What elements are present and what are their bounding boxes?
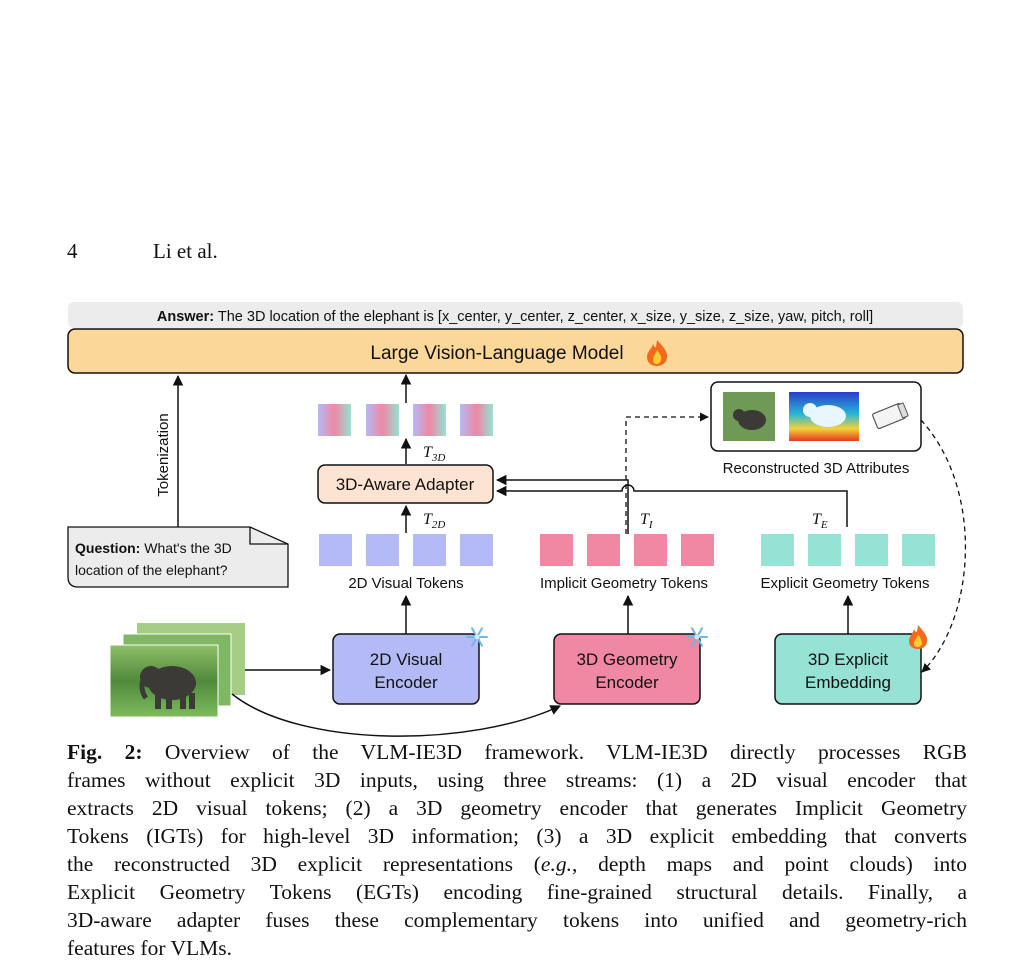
answer-bar [68,302,963,328]
fused-token [460,404,493,436]
dashed-to-reconstructed-arrow [625,412,709,534]
reconstructed-rgb-thumbnail [723,392,775,441]
implicit-token [587,534,620,566]
implicit-token [681,534,714,566]
explicit-token [808,534,841,566]
adapter-box [317,464,494,504]
visual-tokens [319,534,493,566]
fused-token [318,404,351,436]
explicit-token [902,534,935,566]
question-line-2: location of the elephant? [75,562,228,578]
answer-label: Answer: [157,309,214,325]
fused-token [366,404,399,436]
caption-line: Tokens (IGTs) for high-level 3D informat… [67,824,967,848]
frames-to-geometry-arrow [231,693,561,737]
question-label: Question: [75,540,140,556]
fused-tokens [318,404,493,436]
question-bubble [67,526,289,588]
llm-box [67,328,964,374]
caption-line: Fig. 2: Overview of the VLM-IE3D framewo… [67,740,967,764]
depth-map-thumbnail [789,392,859,441]
elephant-image [139,666,196,709]
visual-token [366,534,399,566]
caption-eg: e.g. [540,852,572,876]
fire-icon [909,625,928,649]
explicit-tokens [761,534,935,566]
fire-icon [647,340,668,366]
explicit-token [855,534,888,566]
caption-line: frames without explicit 3D inputs, using… [67,768,967,792]
caption-line: extracts 2D visual tokens; (2) a 3D geom… [67,796,967,820]
answer-content: The 3D location of the elephant is [x_ce… [214,309,873,325]
explicit-embedding-line-2: Embedding [805,673,891,692]
implicit-tokens-label: Implicit Geometry Tokens [540,575,708,592]
caption-line: 3D-aware adapter fuses these complementa… [67,908,967,932]
geometry-encoder-line-2: Encoder [595,673,659,692]
explicit-token [761,534,794,566]
visual-token [413,534,446,566]
implicit-to-adapter-arrow [495,474,629,534]
running-authors: Li et al. [153,239,218,263]
fused-token [413,404,446,436]
visual-token [319,534,352,566]
implicit-token [540,534,573,566]
llm-label: Large Vision-Language Model [370,343,623,364]
t2d-symbol: T2D [423,511,445,531]
answer-text: Answer: The 3D location of the elephant … [157,309,873,325]
tokenization-label: Tokenization [155,413,172,496]
caption-line: features for VLMs. [67,936,232,960]
visual-encoder-line-2: Encoder [374,673,438,692]
caption-label: Fig. 2: [67,740,143,764]
caption-line: Explicit Geometry Tokens (EGTs) encoding… [67,880,967,904]
question-line-1: Question: What's the 3D [75,540,232,556]
explicit-embedding-line-1: 3D Explicit [808,650,889,669]
implicit-token [634,534,667,566]
t3d-symbol: T3D [423,444,445,464]
explicit-embedding-box [774,633,922,705]
implicit-tokens [540,534,714,566]
geometry-encoder-box [553,633,701,705]
explicit-tokens-label: Explicit Geometry Tokens [761,575,930,592]
input-frames [109,623,245,718]
dashed-to-embedding-arrow [920,419,967,673]
snowflake-icon [466,627,488,647]
figure-caption: Fig. 2: Overview of the VLM-IE3D framewo… [67,738,967,962]
visual-encoder-box [332,633,480,705]
visual-tokens-label: 2D Visual Tokens [348,575,463,592]
caption-line: the reconstructed 3D explicit representa… [67,852,967,876]
adapter-label: 3D-Aware Adapter [336,475,475,494]
explicit-to-adapter-arrow [495,484,848,527]
reconstructed-label: Reconstructed 3D Attributes [723,460,910,477]
snowflake-icon [686,627,708,647]
visual-encoder-line-1: 2D Visual [370,650,442,669]
ti-symbol: TI [640,511,654,531]
point-cloud-icon [872,402,909,430]
page-number: 4 [67,239,78,263]
geometry-encoder-line-1: 3D Geometry [576,650,678,669]
te-symbol: TE [812,511,828,531]
visual-token [460,534,493,566]
